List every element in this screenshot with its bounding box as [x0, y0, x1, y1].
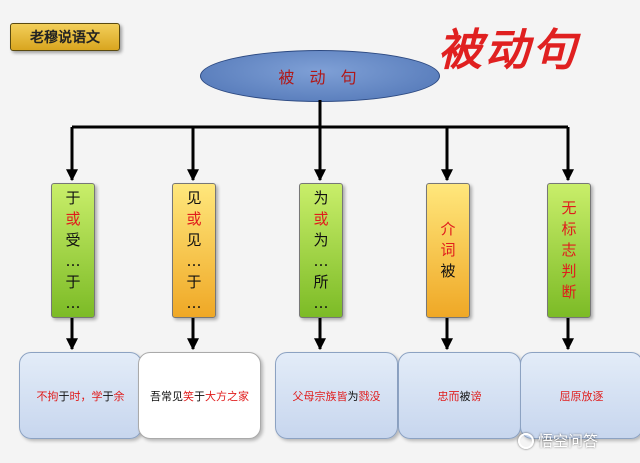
pill-char: 志 [561, 241, 577, 259]
pill-char: 于 [186, 272, 202, 291]
pill-char: … [65, 293, 81, 312]
example-box-4: 忠而被谤 [398, 352, 521, 439]
big-title: 被动句 [438, 25, 579, 76]
pill-char: … [186, 251, 202, 270]
example-segment: 被 [459, 389, 471, 403]
pill-char: 被 [440, 262, 456, 280]
pill-char: 判 [561, 262, 577, 280]
marker-pill-2: 见或见 … 于 … [172, 183, 216, 318]
example-segment: 笑 [183, 389, 194, 403]
watermark-text: 悟空问答 [538, 432, 599, 450]
pill-char: 为 [313, 230, 329, 249]
center-node-label: 被 动 句 [278, 68, 362, 87]
pill-char: 词 [440, 241, 456, 259]
pill-char: 断 [561, 283, 577, 301]
example-sentence: 吾常见笑于大方之家 [150, 388, 249, 404]
pill-char: 于 [65, 188, 81, 207]
pill-char: 见 [186, 188, 202, 207]
watermark-logo-icon [518, 432, 534, 449]
example-segment: 谤 [470, 389, 482, 403]
pill-char: 于 [65, 272, 81, 291]
example-segment: 为 [347, 389, 359, 403]
pill-char: 标 [561, 220, 577, 238]
example-segment: 吾常 [150, 389, 172, 403]
pill-char: 介 [440, 220, 456, 238]
example-box-1: 不拘于时，学于余 [19, 352, 142, 439]
pill-char: … [313, 251, 329, 270]
example-sentence: 屈原放逐 [560, 388, 604, 404]
example-segment: 父母宗族皆 [292, 389, 348, 403]
pill-char: 无 [561, 199, 577, 217]
example-segment: 忠而 [437, 389, 460, 403]
example-sentence: 忠而被谤 [438, 388, 482, 404]
example-segment: 大方之家 [205, 389, 249, 403]
marker-pill-5: 无标志判断 [547, 183, 591, 318]
example-segment: 屈原放逐 [559, 389, 604, 403]
example-segment: 余 [113, 389, 125, 403]
example-sentence: 不拘于时，学于余 [37, 388, 125, 404]
pill-char: 或 [313, 209, 329, 228]
pill-char: 为 [313, 188, 329, 207]
pill-char: … [186, 293, 202, 312]
example-sentence: 父母宗族皆为戮没 [293, 388, 381, 404]
example-segment: 时，学 [69, 389, 103, 403]
example-box-5: 屈原放逐 [520, 352, 640, 439]
marker-pill-4: 介词被 [426, 183, 470, 318]
example-segment: 于 [58, 389, 70, 403]
pill-char: 受 [65, 230, 81, 249]
example-segment: 不拘 [36, 389, 59, 403]
example-segment: 于 [102, 389, 114, 403]
example-box-2: 吾常见笑于大方之家 [138, 352, 261, 439]
author-badge: 老穆说语文 [10, 23, 120, 51]
marker-pill-1: 于或受…于… [51, 183, 95, 318]
example-segment: 见 [172, 389, 183, 403]
marker-pill-3: 为或为 … 所 … [299, 183, 343, 318]
pill-char: 所 [313, 272, 329, 291]
pill-char: 见 [186, 230, 202, 249]
example-segment: 于 [194, 389, 205, 403]
pill-char: … [65, 251, 81, 270]
watermark: 悟空问答 [518, 430, 598, 451]
example-box-3: 父母宗族皆为戮没 [275, 352, 398, 439]
example-segment: 戮没 [358, 389, 381, 403]
pill-char: 或 [65, 209, 81, 228]
pill-char: 或 [186, 209, 202, 228]
pill-char: … [313, 293, 329, 312]
